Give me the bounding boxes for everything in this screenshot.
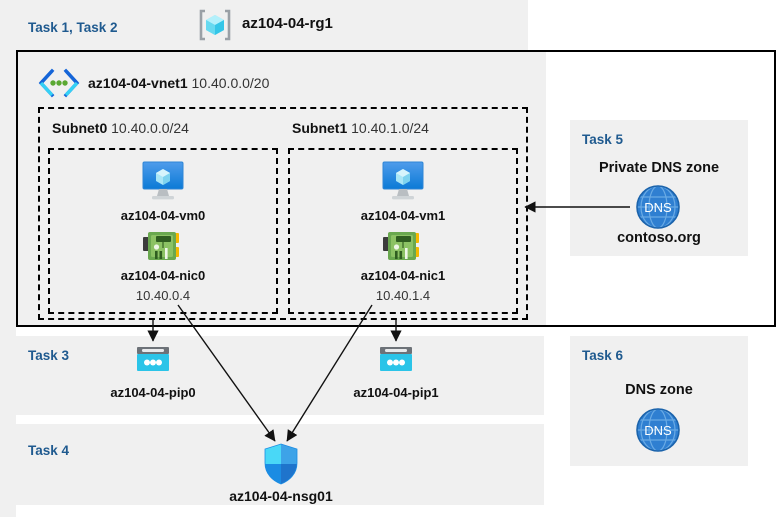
dns-icon-text: DNS xyxy=(644,423,672,438)
subnet1-cidr: 10.40.1.0/24 xyxy=(351,120,429,136)
resource-group-name: az104-04-rg1 xyxy=(242,15,333,32)
virtual-machine-icon xyxy=(140,160,186,202)
dns-zone-icon: DNS xyxy=(634,406,682,454)
pip1-label: az104-04-pip1 xyxy=(353,385,439,400)
dns-icon-text: DNS xyxy=(644,200,672,215)
task-label-5: Task 5 xyxy=(582,132,624,147)
nic0-ip: 10.40.0.4 xyxy=(135,288,191,303)
resource-group-icon xyxy=(198,8,232,42)
virtual-network-icon xyxy=(38,68,80,98)
vm1-label: az104-04-vm1 xyxy=(360,208,446,223)
nsg-label: az104-04-nsg01 xyxy=(229,488,333,504)
subnet0-name: Subnet0 xyxy=(52,120,108,136)
task-label-6: Task 6 xyxy=(582,348,624,363)
panel-gap xyxy=(16,415,544,424)
vnet-title: az104-04-vnet1 10.40.0.0/20 xyxy=(88,75,269,91)
network-interface-icon xyxy=(143,230,183,264)
subnet0-title: Subnet0 10.40.0.0/24 xyxy=(52,120,189,136)
subnet0-box xyxy=(48,148,278,314)
private-dns-heading: Private DNS zone xyxy=(598,160,720,176)
public-ip-address-icon xyxy=(135,345,171,375)
vnet-name: az104-04-vnet1 xyxy=(88,75,188,91)
vm0-label: az104-04-vm0 xyxy=(120,208,206,223)
nic1-label: az104-04-nic1 xyxy=(360,268,446,283)
network-interface-icon xyxy=(383,230,423,264)
task-label-3: Task 3 xyxy=(28,348,70,363)
subnets-container xyxy=(38,107,528,320)
private-dns-name: contoso.org xyxy=(617,230,701,246)
vnet-address-space: 10.40.0.0/20 xyxy=(191,75,270,91)
task-label-1-2: Task 1, Task 2 xyxy=(28,20,118,35)
public-ip-address-icon xyxy=(378,345,414,375)
task-label-4: Task 4 xyxy=(28,443,70,458)
dns-zone-heading: DNS zone xyxy=(625,382,693,398)
subnet1-title: Subnet1 10.40.1.0/24 xyxy=(292,120,429,136)
virtual-machine-icon xyxy=(380,160,426,202)
subnet1-name: Subnet1 xyxy=(292,120,348,136)
dns-zone-icon: DNS xyxy=(634,183,682,231)
nic0-label: az104-04-nic0 xyxy=(120,268,206,283)
nic1-ip: 10.40.1.4 xyxy=(375,288,431,303)
network-security-group-icon xyxy=(263,443,299,485)
subnet1-box xyxy=(288,148,518,314)
public-ip-panel xyxy=(16,336,544,415)
panel-gap xyxy=(16,505,544,517)
vnet-inner-bg xyxy=(18,52,546,325)
panel-gap xyxy=(16,327,544,336)
subnet0-cidr: 10.40.0.0/24 xyxy=(111,120,189,136)
pip0-label: az104-04-pip0 xyxy=(110,385,196,400)
